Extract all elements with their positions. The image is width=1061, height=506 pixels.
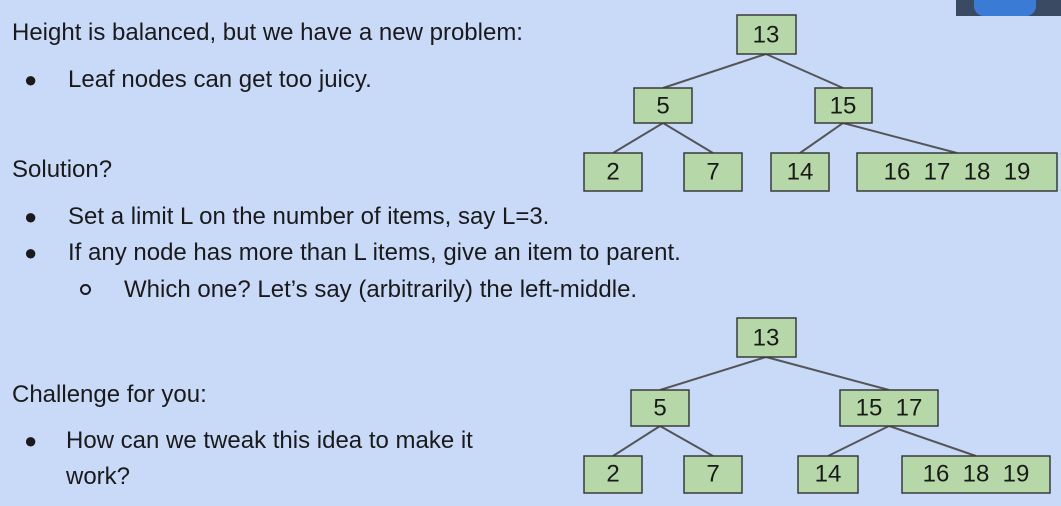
tree-2-leaf-node: 16 18 19 <box>901 455 1051 494</box>
svg-text:15 17: 15 17 <box>856 395 923 422</box>
tree-1-leaf-node: 14 <box>770 152 830 192</box>
tree-1-leaf-node: 2 <box>583 152 643 192</box>
tree-2-right-node: 15 17 <box>839 389 939 427</box>
bullet-tweak-line2: work? <box>66 463 131 490</box>
svg-text:5: 5 <box>656 93 669 120</box>
edge <box>659 425 714 457</box>
tree-2-leaf-node: 7 <box>683 455 743 494</box>
heading-challenge: Challenge for you: <box>12 381 207 408</box>
tree-2-leaf-node: 14 <box>797 455 859 494</box>
edge <box>827 425 890 457</box>
bullet-marker: ● <box>24 428 38 453</box>
edge <box>842 122 958 154</box>
svg-text:16 18 19: 16 18 19 <box>923 461 1030 488</box>
bullet-leaf-juicy: Leaf nodes can get too juicy. <box>68 66 372 93</box>
tree-1-leaf-node: 7 <box>683 152 743 192</box>
svg-text:16 17 18 19: 16 17 18 19 <box>884 159 1031 186</box>
edge <box>612 122 664 154</box>
svg-text:2: 2 <box>606 159 619 186</box>
edge <box>799 122 844 154</box>
bullet-give-to-parent: If any node has more than L items, give … <box>68 239 681 266</box>
subbullet-marker <box>80 284 91 295</box>
edge <box>612 425 661 457</box>
edge <box>662 122 714 154</box>
tree-1-left-node: 5 <box>633 87 693 124</box>
bullet-set-limit: Set a limit L on the number of items, sa… <box>68 203 550 230</box>
edge <box>888 425 977 457</box>
tree-1-leaf-node: 16 17 18 19 <box>856 152 1058 192</box>
edge <box>662 53 767 89</box>
svg-text:14: 14 <box>787 159 814 186</box>
svg-text:14: 14 <box>815 461 842 488</box>
svg-text:7: 7 <box>706 159 719 186</box>
tree-2-leaf-node: 2 <box>583 455 643 494</box>
webcam-person <box>974 0 1036 16</box>
subbullet-which-one: Which one? Let’s say (arbitrarily) the l… <box>124 276 638 303</box>
svg-text:13: 13 <box>753 325 780 352</box>
bullet-marker: ● <box>24 240 38 265</box>
svg-text:15: 15 <box>830 93 857 120</box>
svg-text:7: 7 <box>706 461 719 488</box>
webcam-thumbnail <box>956 0 1061 16</box>
bullet-tweak-line1: How can we tweak this idea to make it <box>66 427 473 454</box>
tree-1-root-node: 13 <box>736 14 797 55</box>
svg-text:5: 5 <box>653 395 666 422</box>
edge <box>765 53 844 89</box>
bullet-marker: ● <box>24 204 38 229</box>
edge <box>659 356 767 391</box>
tree-1-right-node: 15 <box>814 87 873 124</box>
tree-2-left-node: 5 <box>630 389 690 427</box>
tree-1-edges <box>612 53 958 154</box>
tree-2-edges <box>612 356 977 457</box>
bullet-marker: ● <box>24 67 38 92</box>
svg-text:13: 13 <box>753 22 780 49</box>
edge <box>765 356 890 391</box>
svg-text:2: 2 <box>606 461 619 488</box>
heading-solution: Solution? <box>12 156 113 183</box>
tree-2-root-node: 13 <box>736 317 797 358</box>
heading-problem: Height is balanced, but we have a new pr… <box>12 19 523 46</box>
